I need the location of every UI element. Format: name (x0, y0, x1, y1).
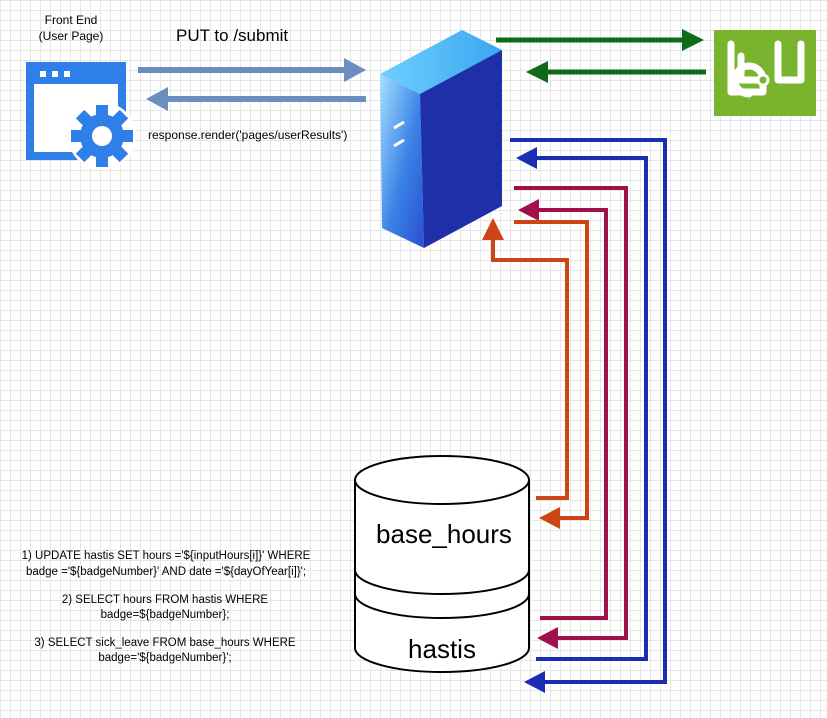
query2-arrow-to-server (518, 199, 608, 620)
frontend-node: Front End (User Page) (26, 13, 136, 170)
response-label: response.render('pages/userResults') (148, 128, 347, 142)
query1-line2: badge ='${badgeNumber}' AND date ='${day… (26, 566, 306, 578)
query2-line2: badge=${badgeNumber}; (101, 609, 230, 621)
request-arrow (138, 58, 366, 82)
response-arrow (146, 87, 366, 111)
frontend-label-line1: Front End (45, 13, 98, 27)
db-table-hastis: hastis (408, 634, 476, 664)
server-tower-icon (380, 30, 502, 248)
query2-arrow-to-db (514, 186, 628, 649)
external-service-arrow-out (496, 29, 704, 51)
query3-line1: 3) SELECT sick_leave FROM base_hours WHE… (34, 637, 296, 649)
square-logo-icon (714, 30, 816, 116)
request-label: PUT to /submit (176, 26, 288, 45)
db-table-base-hours: base_hours (376, 519, 512, 549)
query3-arrow-to-server (482, 218, 569, 500)
browser-window-gear-icon (26, 62, 136, 170)
frontend-label-line2: (User Page) (39, 29, 104, 43)
sql-query-notes: 1) UPDATE hastis SET hours ='${inputHour… (22, 550, 311, 664)
cylinder-database-icon (354, 455, 530, 673)
query1-arrow-to-db (510, 138, 667, 693)
external-service-arrow-in (526, 61, 706, 83)
query3-arrow-to-db (514, 220, 589, 529)
query1-arrow-to-server (516, 147, 648, 661)
query2-line1: 2) SELECT hours FROM hastis WHERE (62, 594, 269, 606)
query3-line2: badge='${badgeNumber}'; (98, 652, 231, 664)
query1-line1: 1) UPDATE hastis SET hours ='${inputHour… (22, 550, 311, 562)
